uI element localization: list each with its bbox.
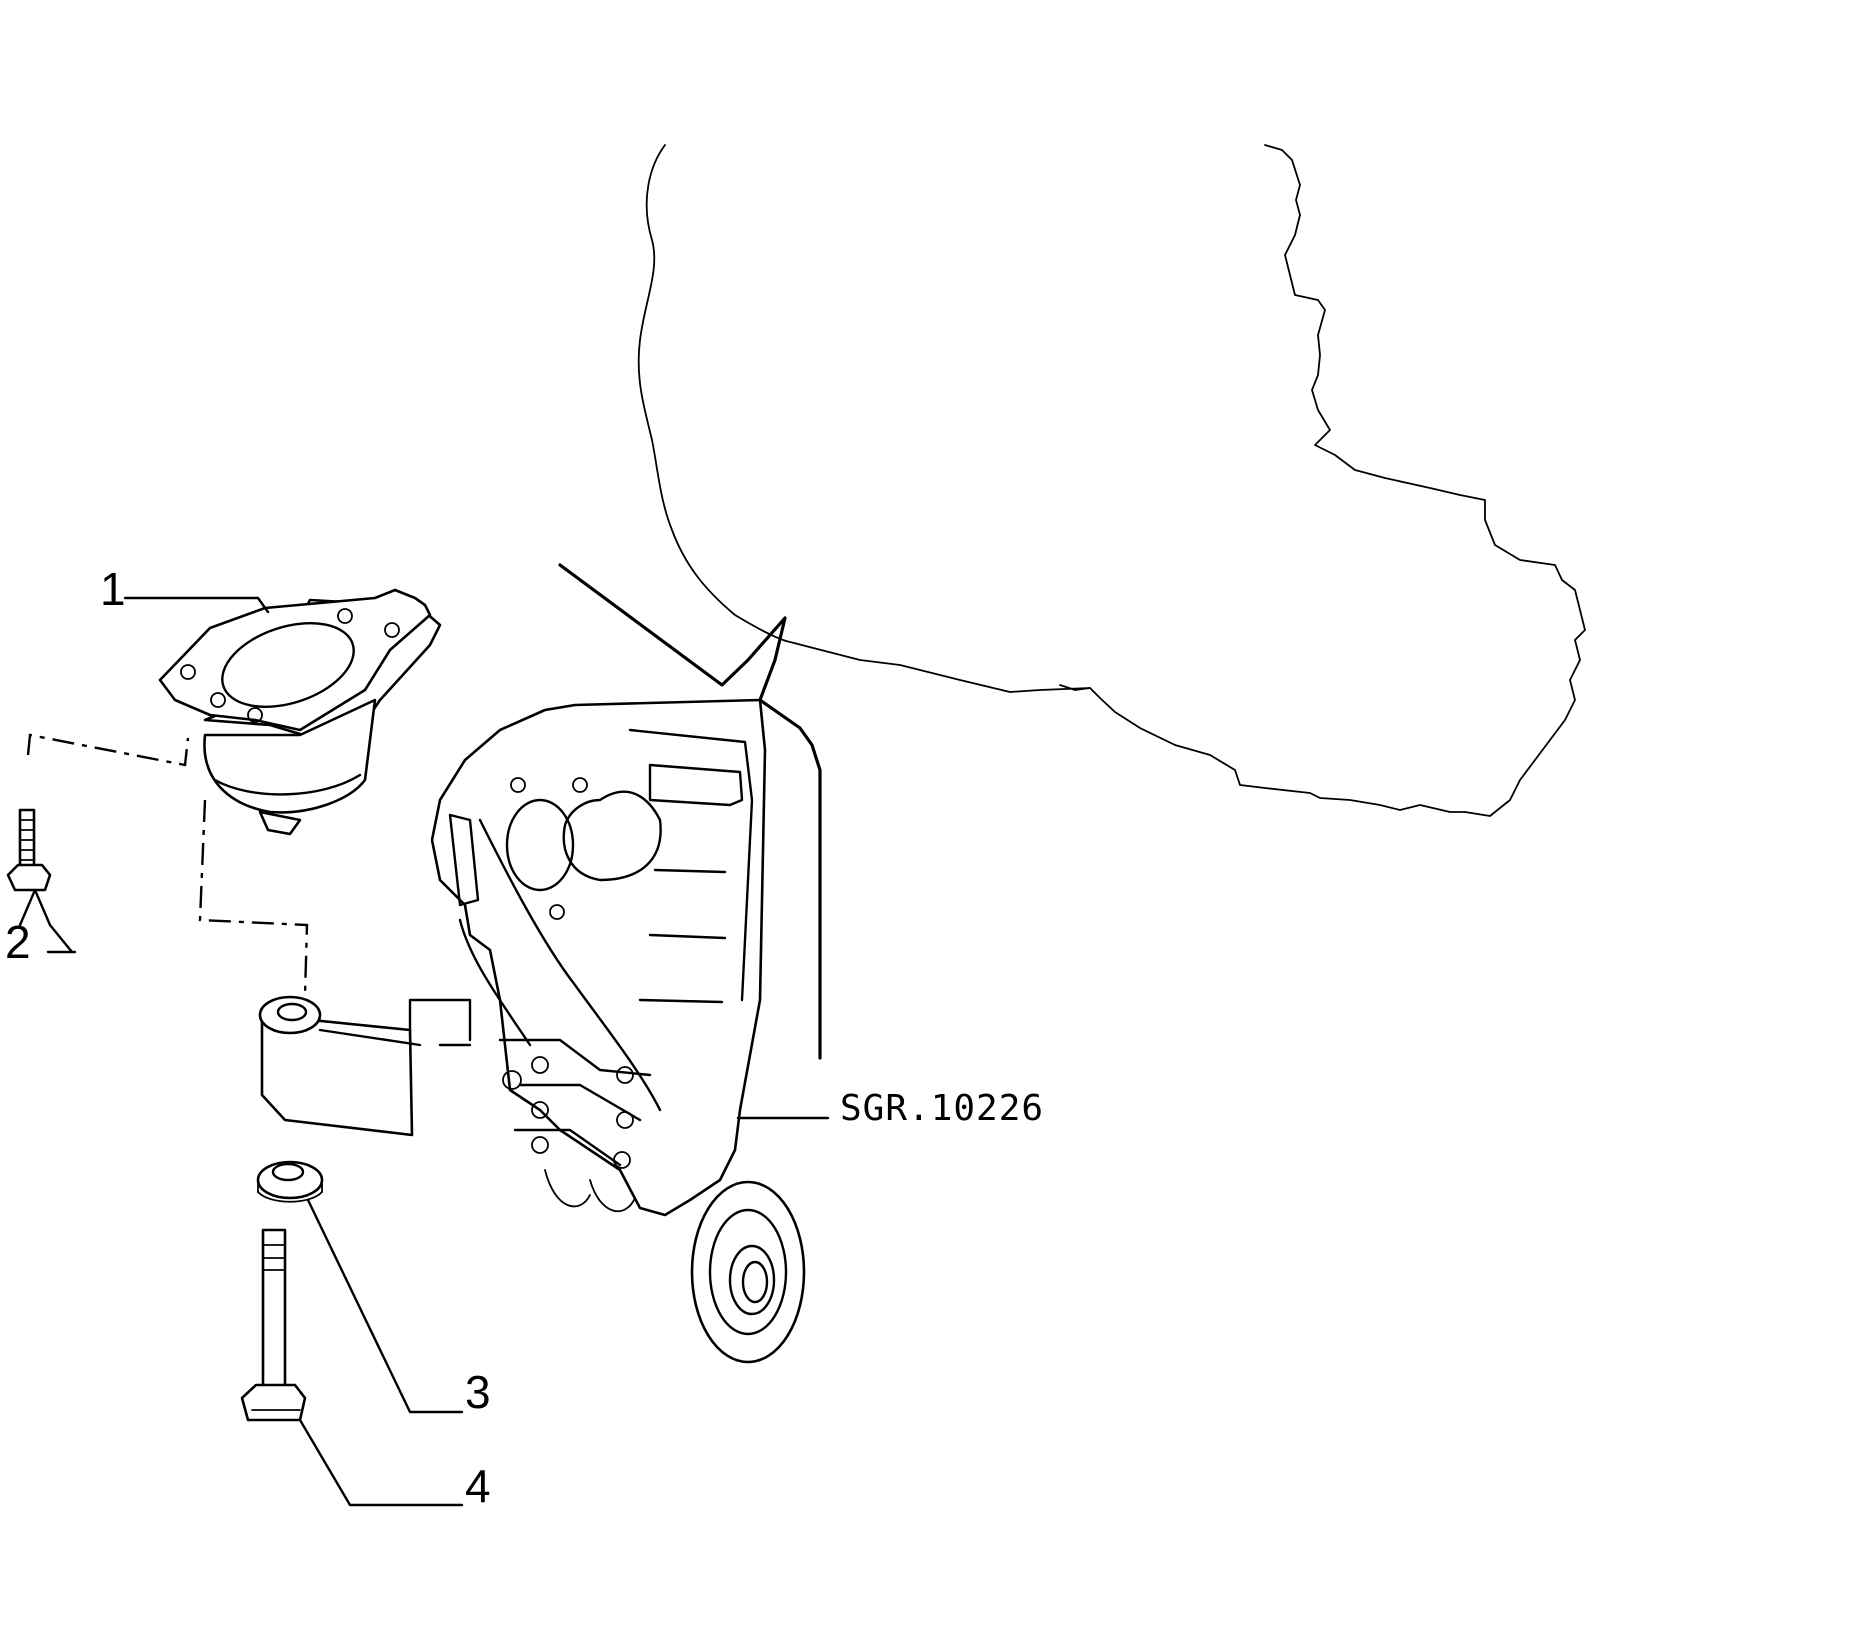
assembly-lines	[26, 733, 309, 996]
gearbox-pointer	[558, 563, 822, 1060]
reference-code: SGR.10226	[840, 1088, 1044, 1129]
part-2-bolt	[6, 808, 52, 892]
callout-leaders	[18, 596, 830, 1507]
engine-support-bracket	[258, 698, 806, 1364]
callout-3: 3	[465, 1366, 491, 1418]
part-1-support-mount	[158, 588, 442, 836]
part-3-washer	[256, 1160, 324, 1203]
callout-2: 2	[5, 916, 31, 968]
callout-4: 4	[465, 1460, 491, 1512]
part-4-long-bolt	[240, 1228, 307, 1422]
callout-1: 1	[100, 563, 126, 615]
